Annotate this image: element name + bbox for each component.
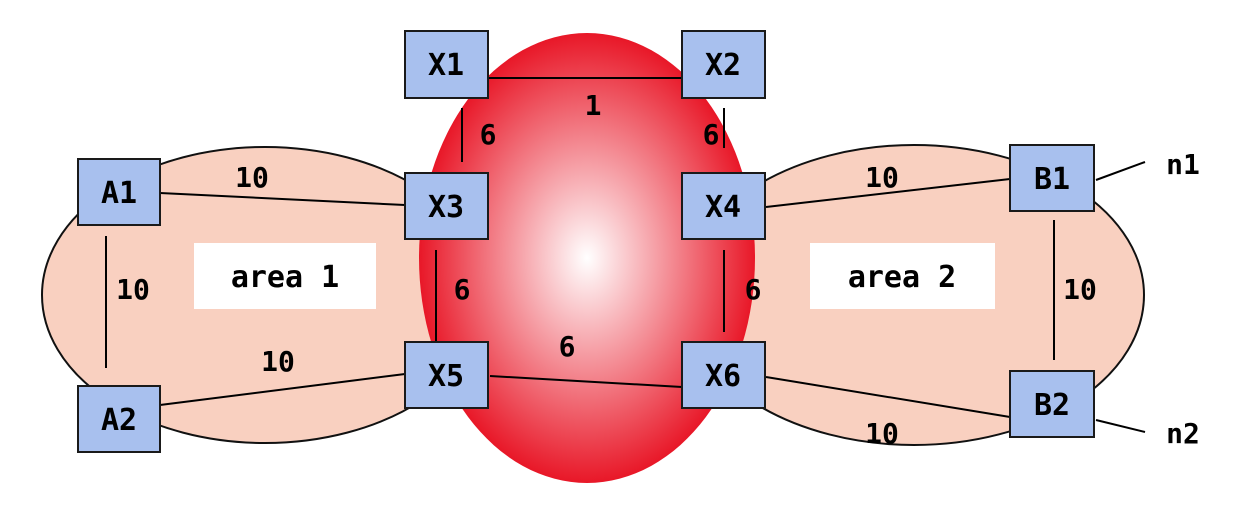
metric-b1-b2: 10 [1063, 273, 1097, 306]
metric-x6-b2: 10 [865, 417, 899, 450]
router-a2-label: A2 [101, 403, 137, 438]
metric-x4-x6: 6 [745, 273, 762, 306]
link-x5-x6 [489, 375, 683, 388]
router-x6[interactable]: X6 [681, 341, 766, 409]
router-x5-label: X5 [428, 359, 464, 394]
link-a1-x3 [159, 192, 406, 206]
metric-x5-x6: 6 [559, 330, 576, 363]
area-1-label: area 1 [231, 260, 339, 295]
metric-x2-x4: 6 [703, 118, 720, 151]
router-a1-label: A1 [101, 176, 137, 211]
router-b2-label: B2 [1034, 388, 1070, 423]
router-b1-label: B1 [1034, 162, 1070, 197]
router-x3-label: X3 [428, 190, 464, 225]
link-x4-b1 [765, 178, 1011, 208]
area-2-label: area 2 [848, 260, 956, 295]
link-a2-x5 [159, 373, 406, 406]
metric-x4-b1: 10 [865, 161, 899, 194]
link-b1-n1 [1095, 161, 1146, 181]
router-b2[interactable]: B2 [1009, 370, 1095, 438]
router-x2-label: X2 [705, 48, 741, 83]
router-x5[interactable]: X5 [404, 341, 489, 409]
link-x6-b2 [765, 376, 1011, 418]
metric-a1-x3: 10 [235, 161, 269, 194]
router-x4-label: X4 [705, 190, 741, 225]
router-x2[interactable]: X2 [681, 30, 766, 99]
area-2-label-box [810, 243, 995, 309]
metric-a2-x5: 10 [261, 345, 295, 378]
external-n1-label: n1 [1166, 148, 1200, 181]
metric-x1-x2: 1 [585, 89, 602, 122]
external-n2-label: n2 [1166, 417, 1200, 450]
router-b1[interactable]: B1 [1009, 144, 1095, 212]
router-a1[interactable]: A1 [77, 158, 161, 226]
router-x3[interactable]: X3 [404, 172, 489, 240]
router-x1[interactable]: X1 [404, 30, 489, 99]
backbone-area-region [419, 33, 755, 483]
router-x6-label: X6 [705, 359, 741, 394]
metric-a1-a2: 10 [116, 273, 150, 306]
router-x1-label: X1 [428, 48, 464, 83]
area-1-label-box [194, 243, 376, 309]
link-b2-n2 [1095, 419, 1146, 433]
metric-x3-x5: 6 [454, 273, 471, 306]
router-x4[interactable]: X4 [681, 172, 766, 240]
metric-x1-x3: 6 [480, 118, 497, 151]
router-a2[interactable]: A2 [77, 385, 161, 453]
